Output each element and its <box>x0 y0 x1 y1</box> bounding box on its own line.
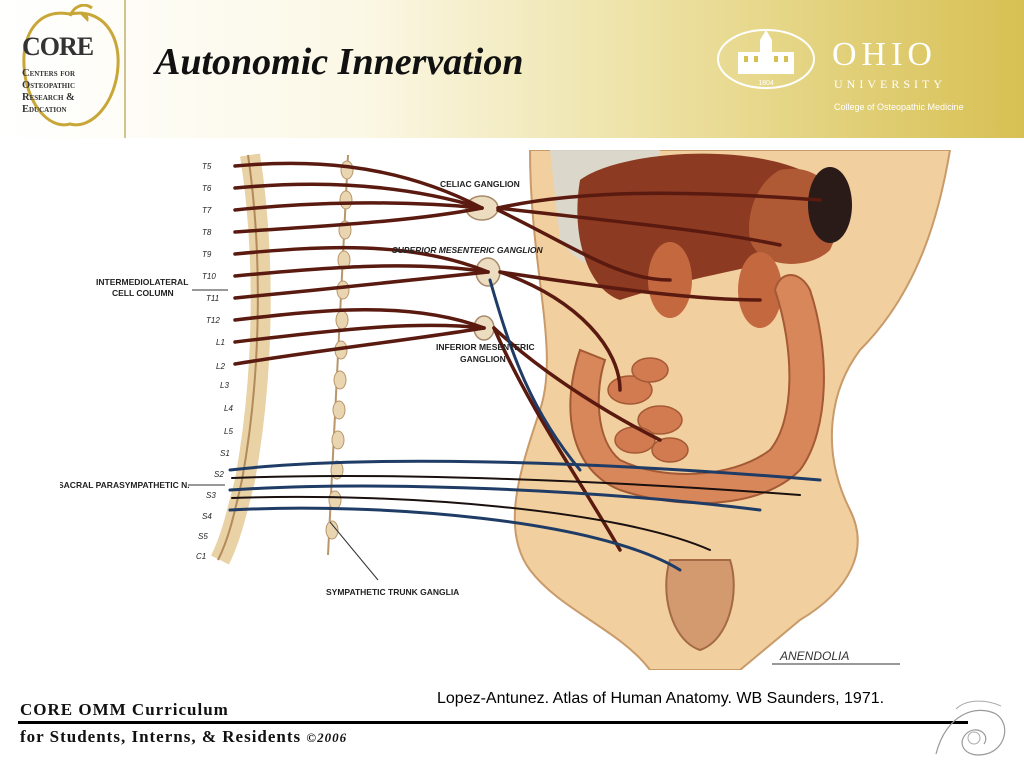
kidney-right <box>738 252 782 328</box>
label-leader-lines <box>188 289 379 581</box>
segment-label: S3 <box>206 491 216 500</box>
segment-label: S5 <box>198 532 208 541</box>
pelvic-organs <box>665 559 735 652</box>
superior-mesenteric-ganglion-label: SUPERIOR MESENTERIC GANGLION <box>392 245 544 255</box>
segment-label: S4 <box>202 512 212 521</box>
sympathetic-trunk <box>325 154 354 556</box>
inferior-mesenteric-label-line1: INFERIOR MESENTERIC <box>436 342 535 352</box>
autonomic-innervation-illustration: T5 T6 T7 T8 T9 T10 T11 T12 L1 L2 L3 L4 L… <box>60 150 952 670</box>
core-logo-line: Centers for <box>22 68 75 79</box>
segment-label: T12 <box>206 316 220 325</box>
segment-label: L4 <box>224 404 233 413</box>
decorative-sketch-icon <box>935 700 1006 756</box>
segment-label: T10 <box>202 272 216 281</box>
spleen <box>808 167 852 243</box>
footer-rule <box>18 721 968 724</box>
footer-curriculum-title: CORE OMM Curriculum <box>20 700 229 719</box>
segment-label: T7 <box>202 206 212 215</box>
ohio-university-seal-icon: 1804 <box>717 29 815 89</box>
segment-label: T9 <box>202 250 212 259</box>
seal-year: 1804 <box>758 80 774 87</box>
parasympathetic-fibers <box>228 278 822 572</box>
sacral-parasympathetic-label: SACRAL PARASYMPATHETIC N. <box>60 480 190 490</box>
segment-label: T5 <box>202 162 212 171</box>
slide-title: Autonomic Innervation <box>155 41 524 83</box>
segment-label: T6 <box>202 184 212 193</box>
core-logo-line: Research & <box>22 92 75 103</box>
segment-label: L5 <box>224 427 233 436</box>
core-logo-line: Education <box>22 104 67 115</box>
segment-label: T11 <box>206 294 219 303</box>
sympathetic-trunk-ganglia-label: SYMPATHETIC TRUNK GANGLIA <box>326 587 459 597</box>
intermediolateral-label-line2: CELL COLUMN <box>112 288 174 298</box>
ohio-university-label: UNIVERSITY <box>834 77 946 91</box>
header-divider <box>124 0 126 138</box>
segment-label: L1 <box>216 338 225 347</box>
sacral-fibers-dark <box>231 475 801 551</box>
spinal-column <box>210 153 271 565</box>
artist-signature: ANENDOLIA <box>779 649 849 663</box>
celiac-ganglion-label: CELIAC GANGLION <box>440 179 520 189</box>
sympathetic-fibers <box>233 161 822 552</box>
footer-audience: for Students, Interns, & Residents ©2006 <box>20 727 347 747</box>
segment-label: S2 <box>214 470 224 479</box>
segment-label: L3 <box>220 381 229 390</box>
intermediolateral-label-line1: INTERMEDIOLATERAL <box>96 277 188 287</box>
header-banner <box>0 0 1024 138</box>
inferior-mesenteric-label-line2: GANGLION <box>460 354 506 364</box>
ohio-wordmark: OHIO <box>832 36 937 73</box>
college-name: College of Osteopathic Medicine <box>834 102 964 112</box>
core-logo-line: Osteopathic <box>22 80 76 91</box>
footer-audience-text: for Students, Interns, & Residents <box>20 727 302 746</box>
segment-labels: T5 T6 T7 T8 T9 T10 T11 T12 L1 L2 L3 L4 L… <box>196 162 233 561</box>
segment-label: S1 <box>220 449 230 458</box>
core-logo-word: CORE <box>22 32 94 61</box>
footer-copyright: ©2006 <box>306 730 348 745</box>
segment-label: T8 <box>202 228 212 237</box>
segment-label: L2 <box>216 362 225 371</box>
source-citation: Lopez-Antunez. Atlas of Human Anatomy. W… <box>437 690 885 707</box>
segment-label: C1 <box>196 552 206 561</box>
core-apple-logo-icon <box>22 4 120 127</box>
